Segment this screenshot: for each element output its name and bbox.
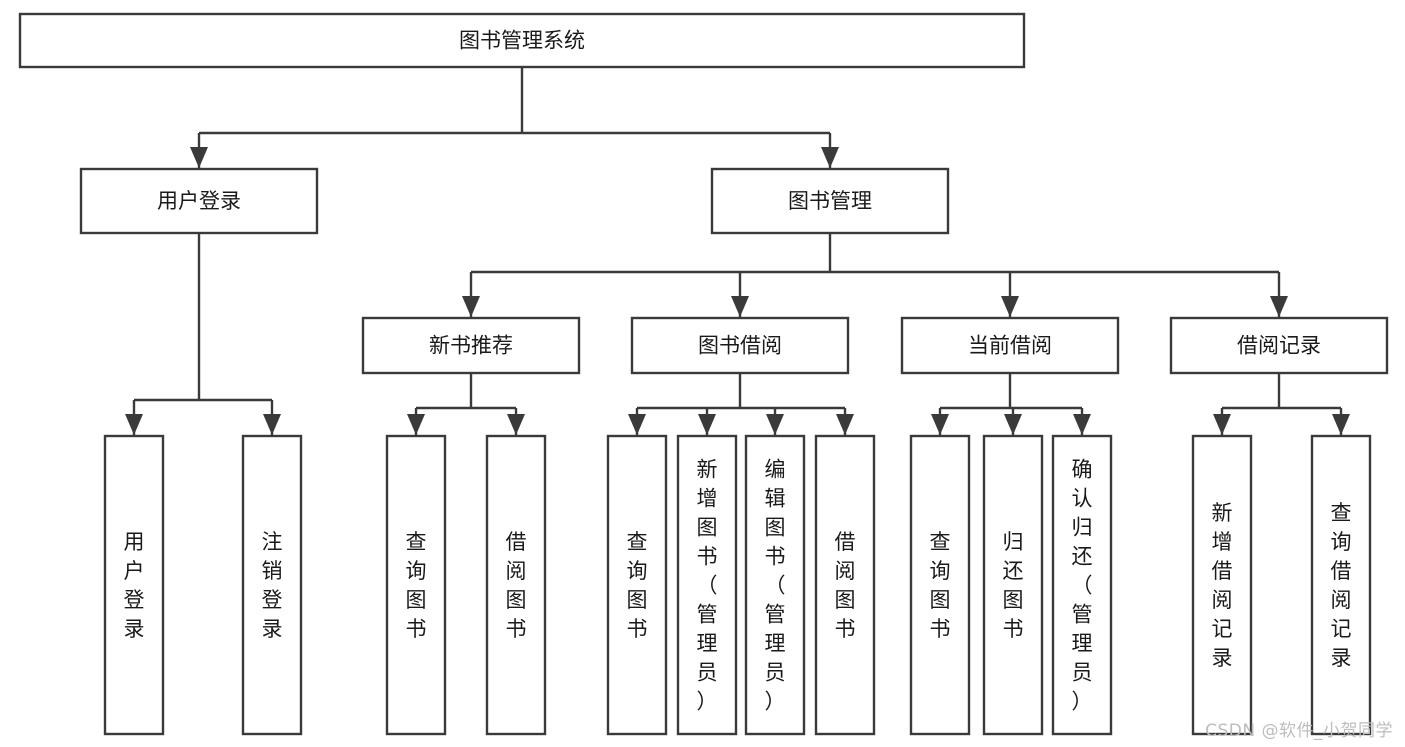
- node-root[interactable]: 图书管理系统: [18, 12, 1026, 69]
- node-label-leaf-borrow-book-2: 借阅图书: [835, 530, 856, 641]
- arrow-head-icon-current-borrow-2: [1073, 414, 1091, 435]
- node-new-book-recommend[interactable]: 新书推荐: [361, 316, 581, 375]
- nodes-layer: 图书管理系统用户登录图书管理新书推荐图书借阅当前借阅借阅记录用户登录注销登录查询…: [18, 12, 1389, 736]
- node-label-current-borrow: 当前借阅: [968, 334, 1052, 358]
- arrow-head-icon-book-borrow-1: [698, 414, 716, 435]
- node-label-leaf-query-record: 查询借阅记录: [1331, 501, 1352, 670]
- node-leaf-edit-book[interactable]: 编辑图书（管理员）: [744, 434, 806, 736]
- node-label-book-borrow: 图书借阅: [698, 334, 782, 358]
- node-label-leaf-user-login: 用户登录: [124, 530, 145, 641]
- node-label-leaf-return-book: 归还图书: [1003, 530, 1024, 641]
- watermark-label: CSDN @软件_小贺同学: [1205, 721, 1393, 741]
- node-leaf-query-record[interactable]: 查询借阅记录: [1310, 434, 1372, 736]
- node-label-leaf-add-book: 新增图书（管理员）: [697, 458, 718, 714]
- node-book-borrow[interactable]: 图书借阅: [630, 316, 850, 375]
- node-label-leaf-query-book-2: 查询图书: [627, 530, 648, 641]
- node-label-leaf-user-logout: 注销登录: [262, 530, 283, 641]
- node-user-login[interactable]: 用户登录: [79, 167, 319, 235]
- node-book-manage[interactable]: 图书管理: [710, 167, 950, 235]
- arrow-head-icon-book-borrow-0: [628, 414, 646, 435]
- node-leaf-confirm-return[interactable]: 确认归还（管理员）: [1051, 434, 1113, 736]
- node-leaf-borrow-book-2[interactable]: 借阅图书: [814, 434, 876, 736]
- node-label-root: 图书管理系统: [459, 29, 585, 53]
- arrow-head-icon-current-borrow-0: [931, 414, 949, 435]
- connectors-layer: [125, 67, 1350, 435]
- node-leaf-query-book-2[interactable]: 查询图书: [606, 434, 668, 736]
- node-leaf-return-book[interactable]: 归还图书: [982, 434, 1044, 736]
- node-label-leaf-borrow-book-1: 借阅图书: [506, 530, 527, 641]
- arrow-head-icon-book-borrow-2: [766, 414, 784, 435]
- node-leaf-borrow-book-1[interactable]: 借阅图书: [485, 434, 547, 736]
- node-label-leaf-add-record: 新增借阅记录: [1212, 501, 1233, 670]
- node-leaf-add-book[interactable]: 新增图书（管理员）: [676, 434, 738, 736]
- arrow-head-icon-book-manage-2: [1001, 296, 1019, 317]
- node-leaf-user-login[interactable]: 用户登录: [103, 434, 165, 736]
- arrow-head-icon-borrow-record-0: [1213, 414, 1231, 435]
- node-label-leaf-query-book-3: 查询图书: [930, 530, 951, 641]
- node-label-leaf-query-book-1: 查询图书: [406, 530, 427, 641]
- node-borrow-record[interactable]: 借阅记录: [1169, 316, 1389, 375]
- node-leaf-query-book-3[interactable]: 查询图书: [909, 434, 971, 736]
- arrow-head-icon-user-login-0: [125, 414, 143, 435]
- node-leaf-query-book-1[interactable]: 查询图书: [385, 434, 447, 736]
- node-current-borrow[interactable]: 当前借阅: [900, 316, 1120, 375]
- arrow-head-icon-new-book-recommend-1: [507, 414, 525, 435]
- node-label-leaf-edit-book: 编辑图书（管理员）: [765, 458, 786, 714]
- arrow-head-icon-book-manage-1: [731, 296, 749, 317]
- arrow-head-icon-user-login-1: [263, 414, 281, 435]
- node-label-borrow-record: 借阅记录: [1237, 334, 1321, 358]
- arrow-head-icon-new-book-recommend-0: [407, 414, 425, 435]
- node-leaf-add-record[interactable]: 新增借阅记录: [1191, 434, 1253, 736]
- node-label-book-manage: 图书管理: [788, 189, 872, 213]
- node-label-leaf-confirm-return: 确认归还（管理员）: [1072, 458, 1093, 714]
- arrow-head-icon-root-1: [821, 147, 839, 168]
- arrow-head-icon-book-borrow-3: [836, 414, 854, 435]
- node-label-new-book-recommend: 新书推荐: [429, 334, 513, 358]
- arrow-head-icon-book-manage-3: [1270, 296, 1288, 317]
- arrow-head-icon-book-manage-0: [462, 296, 480, 317]
- arrow-head-icon-root-0: [190, 147, 208, 168]
- arrow-head-icon-current-borrow-1: [1004, 414, 1022, 435]
- node-leaf-user-logout[interactable]: 注销登录: [241, 434, 303, 736]
- arrow-head-icon-borrow-record-1: [1332, 414, 1350, 435]
- node-label-user-login: 用户登录: [157, 189, 241, 213]
